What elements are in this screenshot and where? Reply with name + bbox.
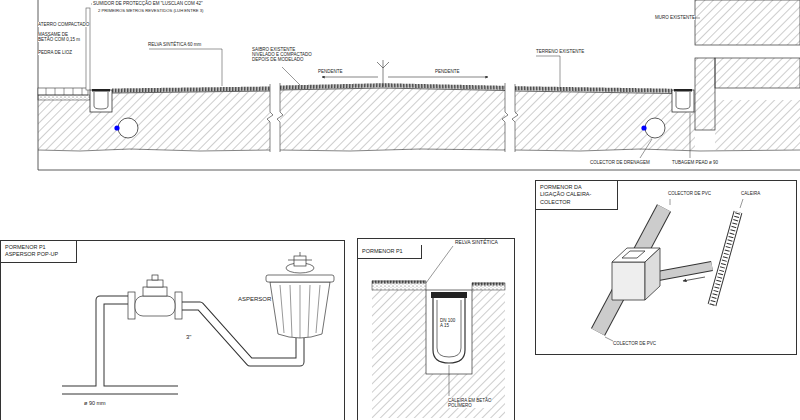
curb-zone <box>38 4 112 150</box>
drawing-label: ASPERSOR <box>238 296 271 303</box>
drawing-label: COLECTOR DE PVC <box>613 341 656 346</box>
panel-title: PORMENOR P1 <box>362 248 403 255</box>
leader-lines <box>149 18 700 158</box>
drawing-label: MASSAME DE BETÃO COM 0,15 m <box>38 32 84 42</box>
drawing-label: 3" <box>186 334 191 341</box>
drawing-label: PEDRA DE LIOZ <box>38 50 72 55</box>
detail-panel: PORMENOR DA LIGAÇÃO CALEIRA-COLECTOR <box>535 180 797 355</box>
panel-subtitle: ASPERSOR POP-UP <box>5 251 58 258</box>
drawing-label: PENDENTE <box>435 69 460 74</box>
drawing-label: DN 100 A 15 <box>440 318 459 328</box>
drain-pipes <box>114 118 665 138</box>
drawing-label: RELVA SINTÉTICA 60 mm <box>148 42 201 47</box>
drawing-label: MURO EXISTENTE <box>655 15 695 20</box>
panel-heading: PORMENOR P1 <box>358 245 422 259</box>
drawing-label: ø 90 mm <box>84 400 106 406</box>
sprinkler-piping <box>62 252 334 390</box>
drawing-label: TUBAGEM PEAD ø 90 <box>672 160 718 165</box>
connection-detail <box>598 199 743 341</box>
drawing-label: 2 PRIMEIROS METROS REVESTIDOS (LUH ENTRE… <box>98 9 203 14</box>
drawing-label: CALEIRA EM BETÃO POLÍMERO <box>448 398 492 408</box>
drawing-label: ATERRO COMPACTADO <box>38 22 89 27</box>
panel-heading: PORMENOR P1ASPERSOR POP-UP <box>1 241 77 263</box>
section-frame <box>38 0 800 170</box>
drawing-label: PENDENTE <box>318 69 343 74</box>
detail-panel: PORMENOR P1ASPERSOR POP-UP <box>0 240 345 420</box>
synthetic-turf <box>112 85 672 93</box>
drawing-label: RELVA SINTÉTICA <box>455 240 498 246</box>
panel-heading: PORMENOR DA LIGAÇÃO CALEIRA-COLECTOR <box>536 181 618 210</box>
break-lines <box>38 83 800 152</box>
panel-title: PORMENOR DA LIGAÇÃO CALEIRA-COLECTOR <box>540 184 599 206</box>
drawing-label: TERRENO EXISTENTE <box>536 49 584 54</box>
drawing-label: COLECTOR DE PVC <box>668 191 711 196</box>
detail-panel: PORMENOR P1 <box>357 238 515 420</box>
slope-arrows <box>322 60 488 86</box>
panel-title: PORMENOR P1 <box>5 244 58 251</box>
drawing-label: CALEIRA <box>741 191 760 196</box>
drawing-label: SAIBRO EXISTENTE NIVELADO E COMPACTADO D… <box>252 47 312 62</box>
channel-detail <box>372 246 505 418</box>
right-drain-wall <box>672 0 800 150</box>
drawing-label: COLECTOR DE DRENAGEM <box>590 160 650 165</box>
drawing-label: SUMIDOR DE PROTECÇÃO EM "LUSCLAN COM 42" <box>93 1 203 6</box>
earth-hatch <box>112 88 672 150</box>
